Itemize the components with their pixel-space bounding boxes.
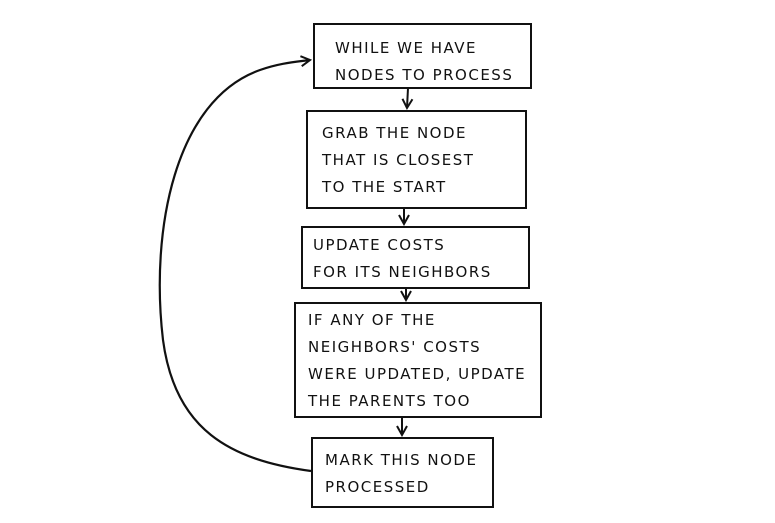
step-text: for its neighbors [313,263,492,281]
step-update-parents: If any of the neighbors' costs were upda… [294,302,542,418]
step-text: If any of the [308,311,436,329]
step-text: to the start [322,178,447,196]
step-text: Grab the node [322,124,468,142]
step-text: were updated, update [308,365,527,383]
step-mark-processed: Mark this node processed [311,437,494,508]
step-update-costs: Update costs for its neighbors [301,226,530,289]
step-text: While we have [335,39,478,57]
step-text: the parents too [308,392,471,410]
step-text: Mark this node [325,451,478,469]
step-while-nodes: While we have nodes to process [313,23,532,89]
step-grab-closest-node: Grab the node that is closest to the sta… [306,110,527,209]
step-text: that is closest [322,151,475,169]
step-text: Update costs [313,236,446,254]
step-text: processed [325,478,430,496]
arrow-step1-to-step2 [407,87,408,108]
step-text: nodes to process [335,66,514,84]
loop-back-arrow [158,60,311,473]
step-text: neighbors' costs [308,338,482,356]
